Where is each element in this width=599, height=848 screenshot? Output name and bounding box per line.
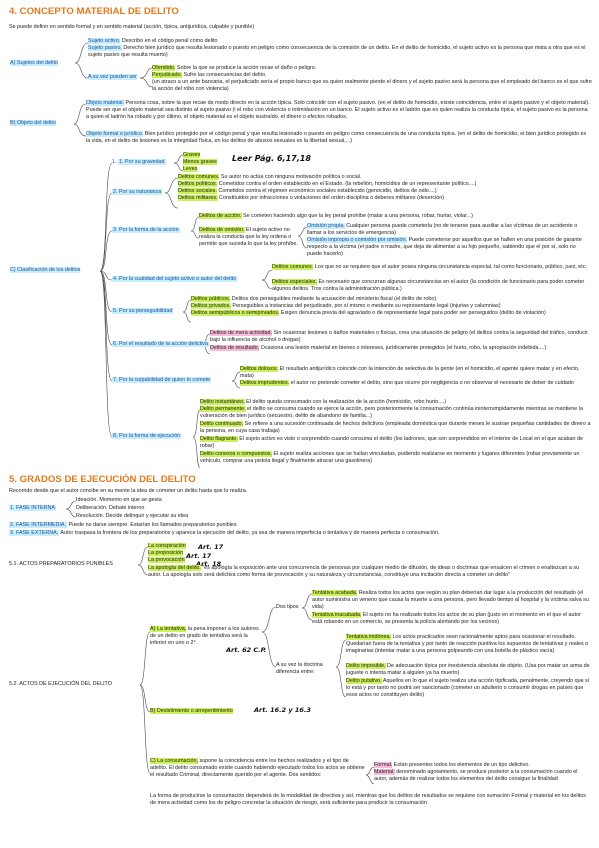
section-5-intro: Recorrido desde que el autor concibe en … [9, 488, 248, 494]
resolucion: Resolución. Decide delinquir y ejecutar … [76, 513, 189, 519]
clasificacion-label: C) Clasificación de los delitos [10, 267, 81, 273]
handwritten-art18: Art. 18 [196, 560, 222, 568]
delito-continuado: Delito continuado. Se refiere a una suce… [200, 421, 591, 435]
consumacion: C) La consumación, supone la coincidenci… [150, 758, 365, 779]
consumacion-final: La forma de producirse la consumación de… [150, 793, 586, 807]
delitos-imprudentes: Delitos imprudentes. el autor no pretend… [240, 380, 574, 386]
actos-ejecucion-label: 5.2. ACTOS DE EJECUCIÓN DEL DELITO [9, 681, 112, 687]
ideacion: Ideación. Momento en que se gesta [76, 497, 162, 503]
menos-graves: Menos graves [183, 159, 217, 165]
fase-externa: 3. FASE EXTERNA. Autor traspasa la front… [9, 530, 440, 536]
delitos-especiales: Delitos especiales. Es necesario que con… [272, 279, 585, 293]
deliberacion: Deliberación. Debate interno [76, 505, 145, 511]
tentativa: A) La tentativa, la pena imponer a los a… [150, 626, 259, 647]
item2-naturaleza: 2. Por su naturaleza [112, 189, 163, 195]
leves: Leves [183, 166, 198, 172]
delitos-omision: Delitos de omisión. El sujeto activo no … [199, 227, 298, 248]
objeto-material: Objeto material. Persona cosa, sobre la … [86, 100, 590, 121]
handwritten-art17-b: Art. 17 [186, 552, 212, 560]
delitos-mera-actividad: Delitos de mera actividad. Sin ocasionar… [210, 330, 588, 344]
objeto-formal: Objeto formal o jurídico. Bien jurídico … [86, 131, 587, 145]
fase-interna: 1. FASE INTERNA [9, 505, 56, 511]
delitos-dolosos: Delitos dolosos. El resultado antijurídi… [240, 366, 580, 380]
delitos-politicos: Delitos políticos. Cometidos contra el o… [178, 181, 477, 187]
sujeto-activo: Sujeto activo. Describo en el código pen… [88, 38, 218, 44]
graves: Graves [183, 152, 201, 158]
sujetos-label: A) Sujetos del delito [10, 60, 58, 66]
handwritten-art62: Art. 62 C.P. [226, 646, 267, 654]
doctrina-diferencia: A su vez la doctrina diferencia entre: [276, 662, 323, 676]
delitos-privados: Delitos privados. Perseguibles a instanc… [191, 303, 501, 309]
delito-conexos: Delito conexos o compuestos. El sujeto r… [200, 451, 580, 465]
actos-preparatorios-label: 5.1. ACTOS PREPARATORIOS PUNIBLES [9, 561, 113, 567]
sujeto-pasivo: Sujeto pasivo. Derecho bien jurídico que… [88, 45, 586, 59]
item4-sujeto-activo: 4. Por la cualidad del sujeto activo o a… [112, 276, 238, 282]
provocacion: La provocación [148, 557, 185, 563]
delitos-semipublicos: Delitos semipúblicos o semiprivados. Exi… [191, 310, 546, 316]
item8-forma-ejecucion: 8. Por la forma de ejecución [112, 433, 182, 439]
handwritten-art16: Art. 16.2 y 16.3 [254, 706, 311, 714]
a-su-vez: A su vez pueden ser [88, 74, 137, 80]
tentativa-inacabada: Tentativa inacabada. El sujeto no ha rea… [312, 612, 581, 626]
delitos-publicos: Delitos públicos. Delitos dos perseguibl… [191, 296, 437, 302]
item6-resultado: 6. Por el resultado de la acción delicti… [112, 341, 209, 347]
ofendido: Ofendido. Sobre la que se produce la acc… [152, 65, 317, 71]
omision-impropia: Omisión impropia o comisión por omisión.… [307, 237, 582, 258]
perjudicado-ejemplo: (un atraco a un ante bancaria, el perjud… [152, 79, 592, 93]
delito-flagrante: Delito flagrante. El sujeto activo es vi… [200, 436, 583, 450]
section-5-title: 5. GRADOS DE EJECUCIÓN DEL DELITO [9, 474, 196, 485]
perjudicado: Perjudicado. Sufre las consecuencias del… [152, 72, 267, 78]
handwritten-note-leer: Leer Pág. 6,17,18 [232, 154, 311, 163]
tentativa-inidonea: Tentativa inidónea. Los actos practicado… [346, 634, 589, 655]
tentativa-acabada: Tentativa acabada. Realiza todos los act… [312, 590, 589, 611]
delitos-militares: Delitos militares. Constituidos por infr… [178, 195, 445, 201]
delitos-sociales: Delitos sociales. Cometidos contra el ré… [178, 188, 437, 194]
delito-putativo: Delito putativo. Aquellos en lo que el s… [346, 678, 590, 699]
dos-tipos: Dos tipos [276, 604, 299, 610]
consumacion-material: Material. denominado agotamiento, se pro… [374, 769, 578, 783]
handwritten-art17-a: Art. 17 [198, 543, 224, 551]
item3-forma-accion: 3. Por la forma de la acción [112, 227, 180, 233]
delito-imposible: Delito imposible. De adecuación típica p… [346, 663, 590, 677]
delitos-resultado: Delitos de resultado. Ocasiona una lesió… [210, 345, 547, 351]
section-4-intro: Se puede definir en sentido formal y en … [9, 24, 255, 30]
delito-permanente: Delito permanente. el delito se consuma … [200, 406, 583, 420]
delitos-comunes-sujeto: Delitos comunes. Los que no se requiere … [272, 264, 587, 270]
delitos-comunes-naturaleza: Delitos comunes. Su autor no actúa con n… [178, 174, 362, 180]
objeto-label: B) Objeto del delito [10, 120, 56, 126]
item5-perseguibilidad: 5. Por su perseguibilidad [112, 308, 174, 314]
omision-propia: Omisión propia. Cualquier persona puede … [307, 223, 578, 237]
delito-instantaneo: Delito instantáneo. El delito queda cons… [200, 399, 447, 405]
desistimiento: B) Desistimiento o arrepentimiento [150, 708, 233, 714]
conspiracion: La conspiración [148, 543, 186, 549]
item1-gravedad: 1. 1. Por su gravedad [112, 159, 166, 165]
fase-intermedia: 2. FASE INTERMEDIA. Puede no darse siemp… [9, 522, 237, 528]
proposicion: La proposición [148, 550, 184, 556]
consumacion-formal: Formal. Están presentes todos los elemen… [374, 762, 530, 768]
apologia: La apología del delito. "es apología la … [148, 565, 580, 579]
delitos-accion: Delitos de acción. Se cometen haciendo a… [199, 213, 473, 219]
section-4-title: 4. CONCEPTO MATERIAL DE DELITO [9, 6, 179, 17]
item7-culpabilidad: 7. Por la culpabilidad de quien lo comet… [112, 377, 212, 383]
